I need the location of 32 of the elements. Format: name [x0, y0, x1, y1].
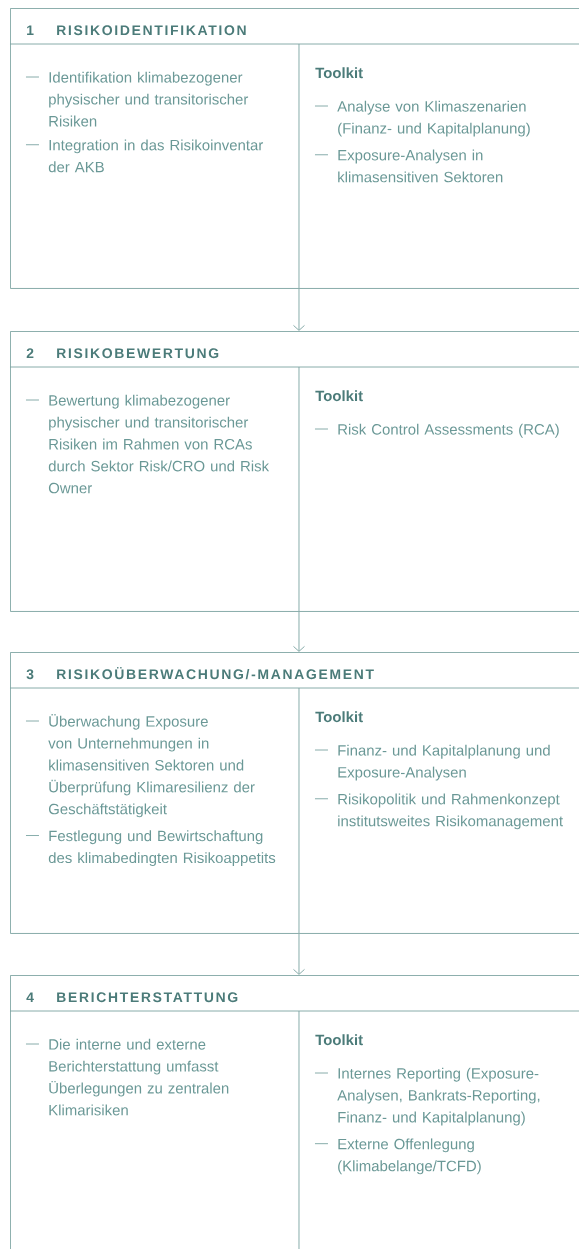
section-title: BERICHTERSTATTUNG — [57, 992, 238, 1003]
step-number: 3 — [26, 669, 34, 680]
bullet-item: Integration in das Risikoinventar der AKB — [25, 139, 264, 173]
bullet-item: Exposure-Analysen in klimasensitiven Sektoren — [314, 149, 503, 183]
toolkit-heading: Toolkit — [315, 390, 363, 402]
arrow — [293, 288, 305, 331]
toolkit-heading: Toolkit — [315, 67, 363, 79]
toolkit-heading: Toolkit — [315, 711, 363, 723]
bullet-item: Festlegung und Bewirtschaftung des klimabedingten Risikoappetits — [25, 830, 276, 867]
step-number: 2 — [26, 348, 34, 358]
bullet-item: Externe Offenlegung (Klimabelange/TCFD) — [314, 1138, 481, 1175]
section-box — [9, 652, 579, 934]
bullet-item: Finanz- und Kapitalplanung und Exposure-Analysen — [314, 744, 550, 781]
bullet-item: Risikopolitik und Rahmenkonzept institutsweites Risikomanagement — [314, 793, 563, 830]
bullet-item: Bewertung klimabezogener physischer und transitorischer Risiken im Rahmen von RCAs durch Sektor Risk/CRO und Risk Owner — [25, 394, 270, 494]
toolkit-heading: Toolkit — [315, 1034, 363, 1046]
bullet-item: Identifikation klimabezogener physischer und transitorischer Risiken — [25, 71, 249, 127]
bullet-item: Risk Control Assessments (RCA) — [314, 423, 559, 438]
bullet-item: Die interne und externe Berichterstattung umfasst Überlegungen zu zentralen Klimarisiken — [25, 1038, 229, 1116]
section-title: RISIKOBEWERTUNG — [57, 348, 219, 359]
step-number: 1 — [27, 25, 34, 35]
section-box — [9, 975, 579, 1249]
bullet-item: Internes Reporting (Exposure-Analysen, Bankrats-Reporting, Finanz- und Kapitalplanung) — [314, 1067, 540, 1126]
step-number: 4 — [26, 992, 34, 1002]
arrow — [293, 933, 305, 975]
section-box — [9, 8, 579, 289]
section-title: RISIKOÜBERWACHUNG/-MANAGEMENT — [57, 667, 374, 680]
bullet-item: Analyse von Klimaszenarien (Finanz- und Kapitalplanung) — [314, 100, 530, 137]
section-title: RISIKOIDENTIFIKATION — [57, 25, 246, 36]
bullet-item: Überwachung Exposure von Unternehmungen in klimasensitiven Sektoren und Überprüfung Klimaresilienz der Geschäftstätigkeit — [25, 714, 255, 818]
arrow — [293, 611, 305, 652]
section-box — [9, 331, 579, 612]
